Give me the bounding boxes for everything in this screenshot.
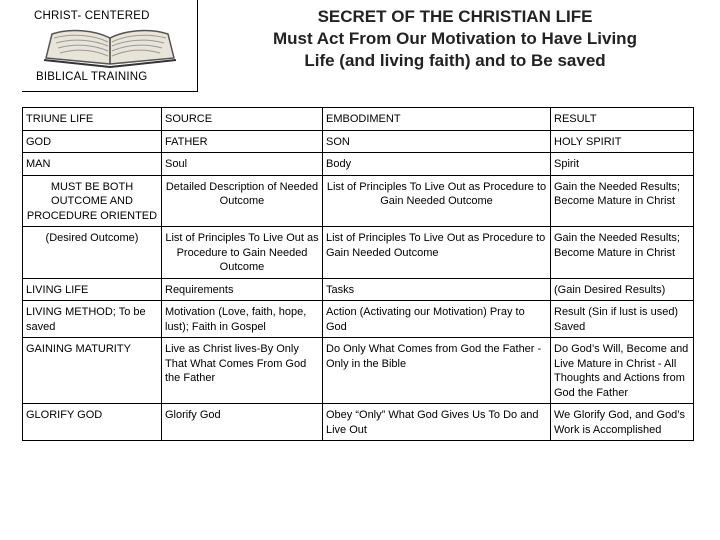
title-line-3: Life (and living faith) and to Be saved xyxy=(304,51,606,70)
table-cell: LIVING METHOD; To be saved xyxy=(22,300,162,338)
table-cell: Live as Christ lives-By Only That What C… xyxy=(161,337,323,404)
table-cell: Detailed Description of Needed Outcome xyxy=(161,174,323,227)
table-cell: Gain the Needed Results; Become Mature i… xyxy=(550,174,694,227)
table-cell: MUST BE BOTH OUTCOME AND PROCEDURE ORIEN… xyxy=(22,174,162,227)
table-cell: Do Only What Comes from God the Father -… xyxy=(322,337,551,404)
table-cell: EMBODIMENT xyxy=(322,107,551,131)
christian-life-table: TRIUNE LIFE SOURCE EMBODIMENT RESULT GOD… xyxy=(22,107,694,441)
logo-box: CHRIST- CENTERED BIBLICAL TRAINING xyxy=(22,0,198,92)
table-cell: MAN xyxy=(22,152,162,176)
table-cell: SON xyxy=(322,129,551,153)
table-cell: GLORIFY GOD xyxy=(22,403,162,441)
table-cell: GOD xyxy=(22,129,162,153)
table-cell: Gain the Needed Results; Become Mature i… xyxy=(550,226,694,279)
title-line-1: SECRET OF THE CHRISTIAN LIFE xyxy=(317,7,593,26)
table-row: (Desired Outcome) List of Principles To … xyxy=(22,226,694,279)
table-cell: List of Principles To Live Out as Proced… xyxy=(322,226,551,279)
table-row: TRIUNE LIFE SOURCE EMBODIMENT RESULT xyxy=(22,107,694,131)
table-cell: FATHER xyxy=(161,129,323,153)
table-cell: RESULT xyxy=(550,107,694,131)
table-row: MUST BE BOTH OUTCOME AND PROCEDURE ORIEN… xyxy=(22,174,694,227)
table-cell: (Gain Desired Results) xyxy=(550,277,694,301)
table-cell: Result (Sin if lust is used) Saved xyxy=(550,300,694,338)
table-cell: We Glorify God, and God’s Work is Accomp… xyxy=(550,403,694,441)
page-title: SECRET OF THE CHRISTIAN LIFE Must Act Fr… xyxy=(205,6,705,72)
table-cell: Spirit xyxy=(550,152,694,176)
table-cell: HOLY SPIRIT xyxy=(550,129,694,153)
table-cell: Glorify God xyxy=(161,403,323,441)
table-cell: LIVING LIFE xyxy=(22,277,162,301)
table-cell: List of Principles To Live Out as Proced… xyxy=(161,226,323,279)
table-row: GOD FATHER SON HOLY SPIRIT xyxy=(22,129,694,153)
table-row: GAINING MATURITY Live as Christ lives-By… xyxy=(22,337,694,404)
title-line-2: Must Act From Our Motivation to Have Liv… xyxy=(273,29,637,48)
table-cell: Motivation (Love, faith, hope, lust); Fa… xyxy=(161,300,323,338)
table-row: GLORIFY GOD Glorify God Obey “Only” What… xyxy=(22,403,694,441)
open-bible-icon xyxy=(43,29,177,68)
table-cell: GAINING MATURITY xyxy=(22,337,162,404)
table-row: LIVING LIFE Requirements Tasks (Gain Des… xyxy=(22,277,694,301)
table-row: LIVING METHOD; To be saved Motivation (L… xyxy=(22,300,694,338)
table-cell: List of Principles To Live Out as Proced… xyxy=(322,174,551,227)
table-cell: SOURCE xyxy=(161,107,323,131)
table-cell: Body xyxy=(322,152,551,176)
table-cell: Tasks xyxy=(322,277,551,301)
logo-bottom-text: BIBLICAL TRAINING xyxy=(36,71,148,83)
table-cell: Requirements xyxy=(161,277,323,301)
table-cell: Soul xyxy=(161,152,323,176)
logo-top-text: CHRIST- CENTERED xyxy=(34,10,150,22)
table-row: MAN Soul Body Spirit xyxy=(22,152,694,176)
table-cell: (Desired Outcome) xyxy=(22,226,162,279)
table-cell: Obey “Only” What God Gives Us To Do and … xyxy=(322,403,551,441)
table-cell: Do God’s Will, Become and Live Mature in… xyxy=(550,337,694,404)
table-cell: TRIUNE LIFE xyxy=(22,107,162,131)
table-cell: Action (Activating our Motivation) Pray … xyxy=(322,300,551,338)
